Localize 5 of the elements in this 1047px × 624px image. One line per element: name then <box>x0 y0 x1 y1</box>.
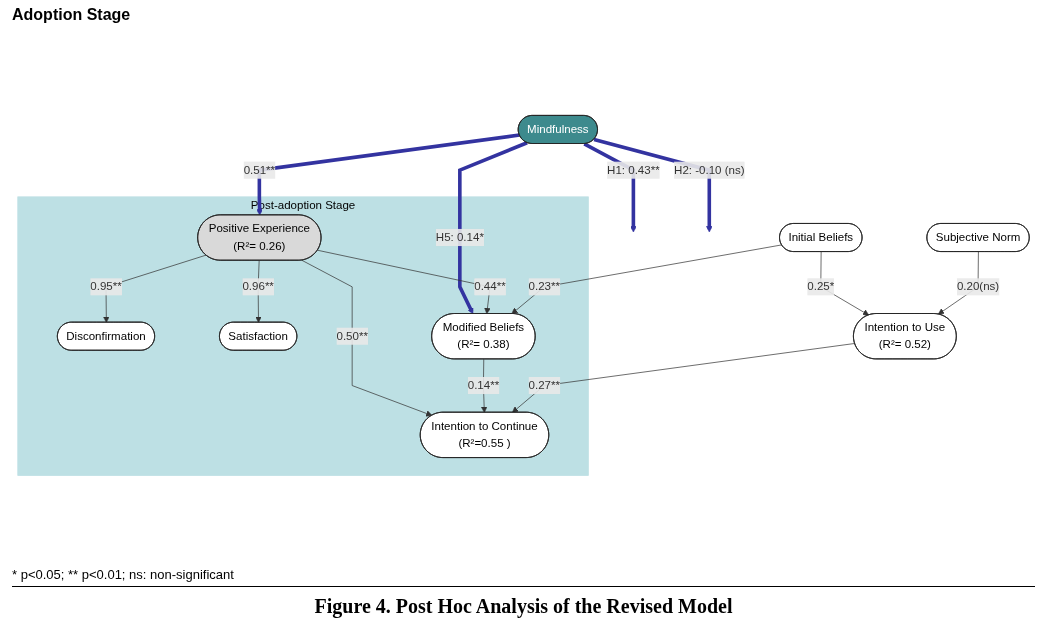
significance-note: * p<0.05; ** p<0.01; ns: non-significant <box>12 567 234 582</box>
figure-caption: Figure 4. Post Hoc Analysis of the Revised Model <box>314 595 733 617</box>
arrow <box>458 141 528 315</box>
stage-heading: Adoption Stage <box>12 6 131 24</box>
arrow <box>256 133 520 216</box>
